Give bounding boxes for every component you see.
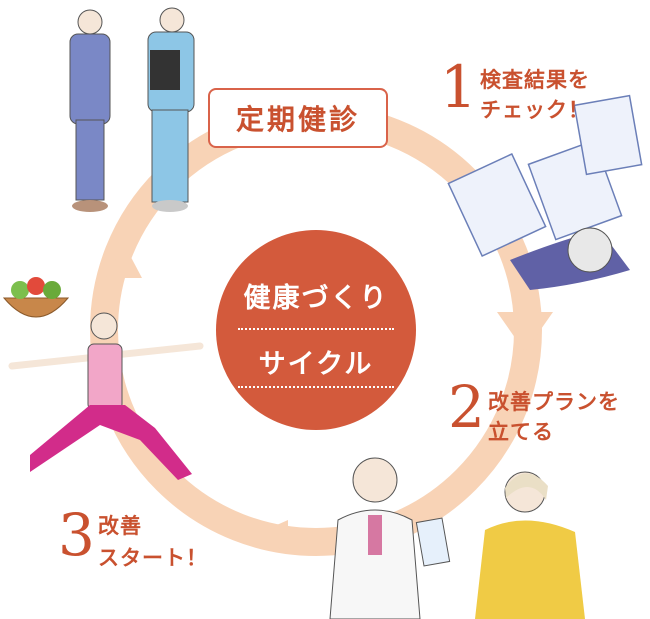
nurse-feet	[152, 200, 188, 212]
step-1-line1: 検査結果を	[480, 67, 590, 92]
reviewer-head	[567, 227, 613, 273]
nurse-legs	[151, 109, 189, 203]
arrow-head-left	[106, 244, 142, 278]
vegetable-bowl-illustration	[2, 277, 70, 318]
person1-legs	[75, 119, 105, 201]
person1-head	[77, 9, 103, 35]
center-circle: 健康づくり サイクル	[216, 230, 416, 430]
patient-top	[475, 520, 585, 619]
center-title-line2: サイクル	[258, 349, 374, 380]
couple-illustration	[69, 7, 195, 212]
yoga-head	[90, 312, 118, 340]
nurse-clipboard	[150, 50, 180, 90]
regular-checkup-label: 定期健診	[208, 88, 388, 148]
doctor-clipboard	[415, 517, 451, 567]
vegetable-2	[27, 277, 45, 295]
person1-body	[69, 33, 111, 125]
patient-hair	[505, 473, 548, 500]
review-illustration	[447, 94, 643, 290]
step-3-line2: スタート！	[98, 545, 208, 570]
arrow-head-bottom	[252, 520, 288, 552]
yoga-top	[87, 343, 123, 411]
document-3	[573, 94, 643, 176]
step-1-line2: チェック！	[480, 97, 590, 122]
step-2-number: 2	[448, 373, 485, 441]
yoga-legs	[30, 405, 192, 480]
doctor-coat	[329, 509, 421, 619]
nurse-head	[159, 7, 185, 33]
person1-feet	[72, 200, 108, 212]
center-divider-bottom	[238, 386, 394, 388]
consultation-illustration	[329, 457, 585, 619]
vegetable-3	[43, 281, 61, 299]
step-3-number: 3	[58, 501, 95, 569]
yoga-illustration	[8, 312, 204, 480]
center-divider-top	[238, 328, 394, 330]
doctor-tie	[368, 515, 382, 555]
arrow-head-right	[497, 312, 553, 352]
bowl	[2, 297, 70, 318]
step-3-line1: 改善	[98, 513, 142, 538]
step-1-number: 1	[440, 53, 477, 121]
doctor-head	[352, 457, 398, 503]
document-1	[447, 152, 547, 258]
step-2-line2: 立てる	[488, 419, 554, 444]
vegetable-1	[11, 281, 29, 299]
step-2-line1: 改善プランを	[488, 389, 620, 414]
center-title-line1: 健康づくり	[243, 283, 389, 314]
